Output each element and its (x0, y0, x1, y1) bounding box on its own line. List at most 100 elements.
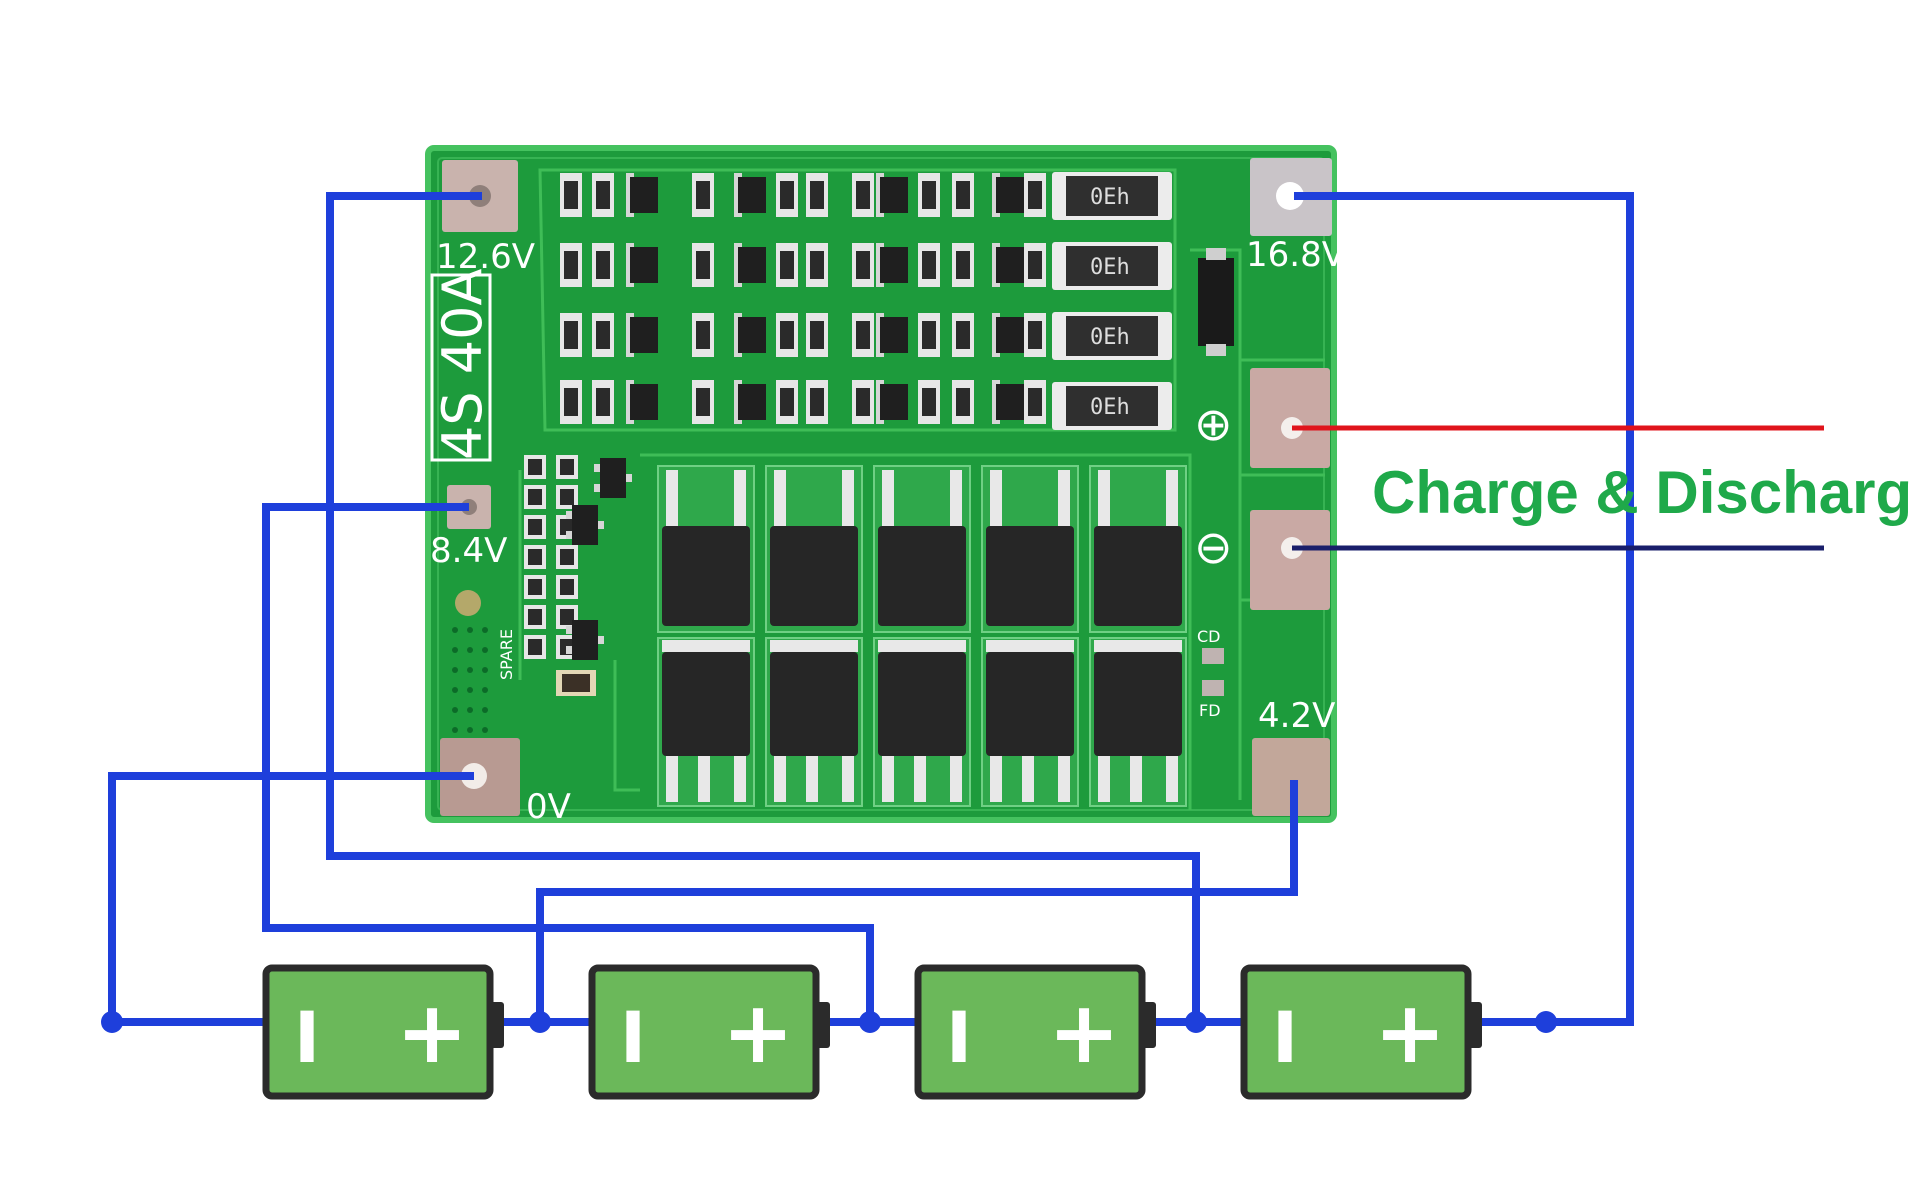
smd-part (952, 313, 974, 357)
pad-label-126v: 12.6V (436, 237, 535, 277)
model-label: 4S 40A (431, 268, 494, 460)
ic-chip (734, 243, 766, 287)
smd-part (1024, 243, 1046, 287)
battery-terminal (816, 1002, 830, 1048)
ic-chip (626, 380, 658, 424)
battery-cell: I+ (588, 964, 830, 1100)
shunt-resistors: 0Eh 0Eh 0Eh 0Eh (1052, 172, 1172, 430)
battery-cell: I+ (914, 964, 1156, 1100)
ic-chip (992, 380, 1024, 424)
smd-part (592, 243, 614, 287)
battery-plus-sign: + (1374, 983, 1446, 1083)
smd-part (952, 243, 974, 287)
battery-plus-sign: + (1048, 983, 1120, 1083)
ic-chip (992, 173, 1024, 217)
fd-label: FD (1199, 701, 1221, 720)
smd-part (524, 575, 546, 599)
smd-part (1024, 380, 1046, 424)
smd-part (592, 173, 614, 217)
smd-part (560, 380, 582, 424)
battery-cell: I+ (262, 964, 504, 1100)
mosfet (981, 637, 1079, 807)
smd-part (556, 545, 578, 569)
smd-part (918, 173, 940, 217)
smd-part (952, 173, 974, 217)
via-field (452, 627, 488, 733)
smd-part (524, 485, 546, 509)
minus-symbol: ⊖ (1194, 520, 1233, 574)
smd-components (524, 173, 1046, 696)
battery-minus-sign: I (294, 997, 320, 1079)
smd-part (852, 380, 874, 424)
smd-part (806, 243, 828, 287)
smd-part (1024, 313, 1046, 357)
smd-part (952, 380, 974, 424)
ic-chip (734, 380, 766, 424)
pad-label-84v: 8.4V (430, 531, 507, 571)
smd-part (560, 313, 582, 357)
ic-chip (626, 173, 658, 217)
ic-chip (876, 173, 908, 217)
battery-cell: I+ (1240, 964, 1482, 1100)
smd-part (806, 313, 828, 357)
smd-part (524, 515, 546, 539)
smd-part (560, 243, 582, 287)
pad-168v (1250, 158, 1332, 236)
capacitor (556, 670, 596, 696)
smd-part (776, 243, 798, 287)
charge-discharge-caption: Charge & Discharg (1372, 459, 1912, 526)
ic-chip (876, 313, 908, 357)
mosfet-array (657, 465, 1187, 807)
pad-positive (1250, 368, 1330, 468)
smd-part (592, 313, 614, 357)
smd-part (852, 313, 874, 357)
junction-0v (101, 1011, 123, 1033)
transistor (566, 505, 604, 545)
mosfet (1089, 637, 1187, 807)
mosfet (765, 637, 863, 807)
battery-terminal (1468, 1002, 1482, 1048)
smd-part (852, 173, 874, 217)
battery-plus-sign: + (722, 983, 794, 1083)
battery-row: I+I+I+I+ (262, 964, 1482, 1100)
smd-part (918, 380, 940, 424)
transistor (594, 458, 632, 498)
smd-part (776, 313, 798, 357)
smd-part (776, 173, 798, 217)
pcb-board: 4S 40A 12.6V 8.4V 0V 16.8V (425, 145, 1345, 827)
smd-part (524, 455, 546, 479)
smd-part (1024, 173, 1046, 217)
battery-terminal (1142, 1002, 1156, 1048)
ic-chip (876, 243, 908, 287)
ic-chip (734, 173, 766, 217)
smd-part (918, 243, 940, 287)
mosfet (657, 637, 755, 807)
ic-chip (992, 243, 1024, 287)
pad-label-168v: 16.8V (1246, 235, 1345, 275)
smd-part (556, 455, 578, 479)
cd-pad (1202, 648, 1224, 664)
wire-junctions (101, 1011, 1557, 1033)
smd-part (692, 243, 714, 287)
smd-part (556, 485, 578, 509)
ic-chip (626, 313, 658, 357)
wire-0v (108, 772, 474, 1022)
mosfet (657, 465, 755, 633)
battery-terminal (490, 1002, 504, 1048)
pad-label-42v: 4.2V (1258, 696, 1335, 736)
junction-126v (1185, 1011, 1207, 1033)
ic-chip (734, 313, 766, 357)
smd-part (692, 173, 714, 217)
transistor (566, 620, 604, 660)
smd-part (524, 635, 546, 659)
plus-symbol: ⊕ (1194, 397, 1233, 451)
smd-part (806, 173, 828, 217)
ic-chip (626, 243, 658, 287)
resistor-marking: 0Eh (1090, 185, 1130, 210)
junction-84v (859, 1011, 881, 1033)
junction-42v (529, 1011, 551, 1033)
smd-part (776, 380, 798, 424)
wire-42v (536, 780, 1298, 1022)
mosfet (873, 465, 971, 633)
